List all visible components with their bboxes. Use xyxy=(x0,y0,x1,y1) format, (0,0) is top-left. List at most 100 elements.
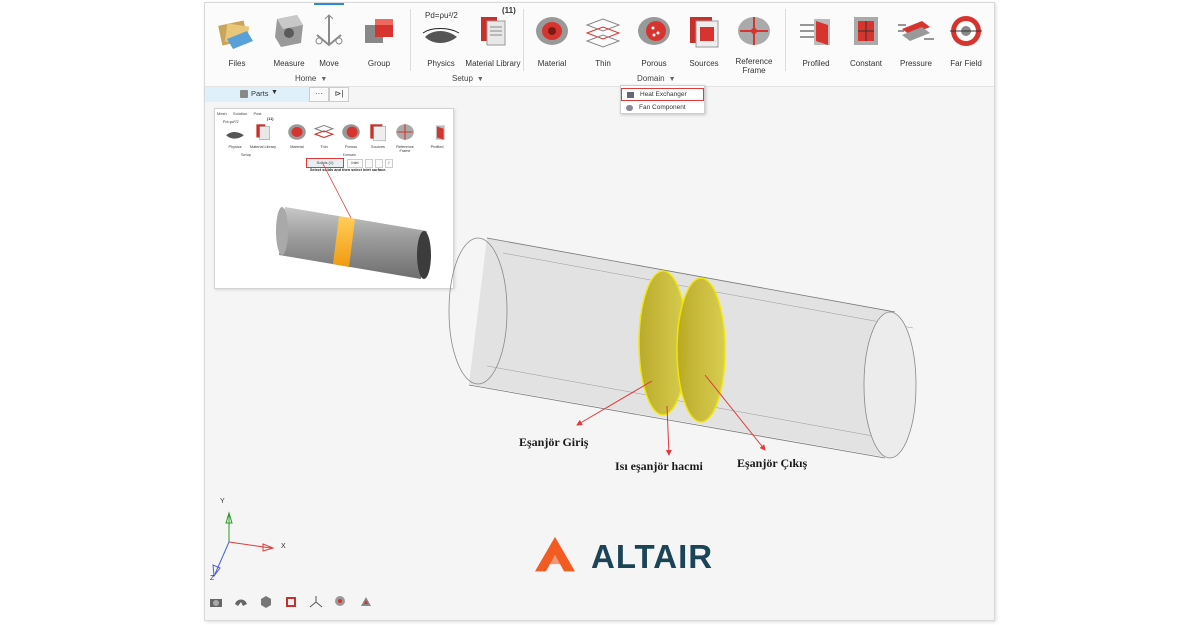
physics-label: Physics xyxy=(427,59,455,68)
setup-group-label[interactable]: Setup▼ xyxy=(452,74,484,83)
volume-arrow xyxy=(665,405,672,456)
pressure-tool[interactable]: Pressure xyxy=(887,11,945,71)
inset-inlet-button[interactable]: Inlet xyxy=(347,159,363,168)
zoom-icon[interactable] xyxy=(333,594,349,610)
inset-reference-frame[interactable]: Reference Frame xyxy=(391,121,419,153)
porous-tool[interactable]: Porous xyxy=(625,11,683,71)
physics-tool[interactable]: Physics xyxy=(412,11,470,71)
inset-sources[interactable]: Sources xyxy=(364,121,392,149)
divider xyxy=(410,9,411,71)
cylinder-bottom-edge xyxy=(468,384,886,459)
altair-logo-text: ALTAIR xyxy=(591,538,714,575)
view-rotate-icon[interactable] xyxy=(233,594,249,610)
inset-cylinder-left-cap xyxy=(276,207,288,255)
material-library-icon xyxy=(481,17,506,46)
ribbon: Files Measure Move G xyxy=(205,3,994,87)
reference-frame-tool[interactable]: Reference Frame xyxy=(725,11,783,75)
sources-tool[interactable]: Sources xyxy=(675,11,733,71)
material-library-icon xyxy=(256,124,270,140)
y-axis-arrow xyxy=(225,511,233,524)
inset-profiled[interactable]: Profiled xyxy=(423,121,451,149)
inset-porous[interactable]: Porous xyxy=(337,121,365,149)
menu-item-heat-exchanger[interactable]: Heat Exchanger xyxy=(621,88,704,101)
measure-tool[interactable]: Measure xyxy=(260,11,318,71)
inset-menu-solution[interactable]: Solution xyxy=(232,111,248,116)
inset-cylinder-right-cap xyxy=(417,231,431,279)
section-view-icon[interactable] xyxy=(358,594,374,610)
z-axis-label: Z xyxy=(210,575,215,582)
group-tool[interactable]: Group xyxy=(350,11,408,71)
collapse-button[interactable]: ⊳| xyxy=(329,87,349,102)
far-field-label: Far Field xyxy=(950,59,982,68)
exchanger-outlet-disk[interactable] xyxy=(676,277,726,423)
inset-material[interactable]: Material xyxy=(283,121,311,149)
cylinder-top-edge xyxy=(486,237,896,313)
altair-logo-icon xyxy=(535,536,575,572)
material-label: Material xyxy=(537,59,567,68)
axes-view-icon[interactable] xyxy=(308,594,324,610)
inset-count: (11) xyxy=(267,117,274,121)
inset-material-library[interactable]: Material Library xyxy=(249,121,277,149)
porous-label: Porous xyxy=(641,59,667,68)
x-axis-label: X xyxy=(281,543,286,550)
chevron-down-icon: ▼ xyxy=(271,89,278,96)
reference-frame-icon xyxy=(396,124,414,140)
files-icon xyxy=(218,20,253,49)
inset-menu: Mesh Solution Post xyxy=(217,111,267,116)
physics-formula: Pd=ρu²/2 xyxy=(425,11,458,20)
measure-icon xyxy=(275,15,303,47)
outlet-arrow xyxy=(704,374,766,451)
inset-domain-group: Domain xyxy=(343,153,357,157)
thin-tool[interactable]: Thin xyxy=(574,11,632,71)
move-tool[interactable]: Move xyxy=(300,3,358,71)
inset-menu-post[interactable]: Post xyxy=(253,111,262,116)
files-tool[interactable]: Files xyxy=(208,11,266,71)
x-axis-arrow xyxy=(262,543,275,552)
constant-icon xyxy=(854,17,878,45)
inset-pointer-line xyxy=(322,163,352,219)
far-field-tool[interactable]: Far Field xyxy=(937,11,994,71)
far-field-icon xyxy=(950,16,982,46)
profiled-icon xyxy=(800,19,830,45)
constant-label: Constant xyxy=(849,59,883,68)
cube-view-icon[interactable] xyxy=(258,594,274,610)
group-icon xyxy=(365,19,393,43)
inset-cylinder-body xyxy=(279,207,427,279)
reference-frame-label: Reference Frame xyxy=(735,57,773,75)
domain-group-label[interactable]: Domain▼ xyxy=(637,74,676,83)
inset-menu-mesh[interactable]: Mesh xyxy=(217,111,227,116)
inset-check-icon[interactable]: ✓ xyxy=(385,159,393,168)
physics-icon xyxy=(422,28,460,43)
constant-tool[interactable]: Constant xyxy=(837,11,895,71)
material-tool[interactable]: Material xyxy=(523,11,581,71)
part-view-icon[interactable] xyxy=(283,594,299,610)
measure-label: Measure xyxy=(273,59,305,68)
files-label: Files xyxy=(228,59,246,68)
thin-icon xyxy=(313,124,335,139)
inset-undo-icon[interactable] xyxy=(365,159,373,168)
camera-icon[interactable] xyxy=(208,594,224,610)
group-label: Group xyxy=(367,59,391,68)
main-3d-viewport[interactable] xyxy=(205,3,995,621)
sources-label: Sources xyxy=(689,59,719,68)
chevron-down-icon: ▼ xyxy=(476,76,484,83)
inset-heat-exchanger-zone xyxy=(333,216,355,267)
chevron-down-icon: ▼ xyxy=(668,76,676,83)
inlet-arrow xyxy=(576,380,653,426)
domain-dropdown-menu: Heat Exchanger Fan Component xyxy=(620,85,705,114)
menu-item-fan-component[interactable]: Fan Component xyxy=(621,102,704,115)
chevron-down-icon: ▼ xyxy=(320,76,328,83)
home-group-label[interactable]: Home▼ xyxy=(295,74,328,83)
inset-next-icon[interactable] xyxy=(375,159,383,168)
inset-thin[interactable]: Thin xyxy=(310,121,338,149)
annotation-volume: Isı eşanjör hacmi xyxy=(615,459,703,473)
profiled-tool[interactable]: Profiled xyxy=(787,11,845,71)
reference-frame-icon xyxy=(738,17,770,45)
more-button[interactable]: ··· xyxy=(309,87,329,102)
physics-icon xyxy=(226,132,244,139)
inset-setup-group: Setup xyxy=(241,153,251,157)
inset-physics[interactable]: Physics xyxy=(221,121,249,149)
material-icon xyxy=(536,17,568,45)
material-library-tool[interactable]: Material Library xyxy=(464,11,522,71)
profiled-icon xyxy=(435,125,445,140)
